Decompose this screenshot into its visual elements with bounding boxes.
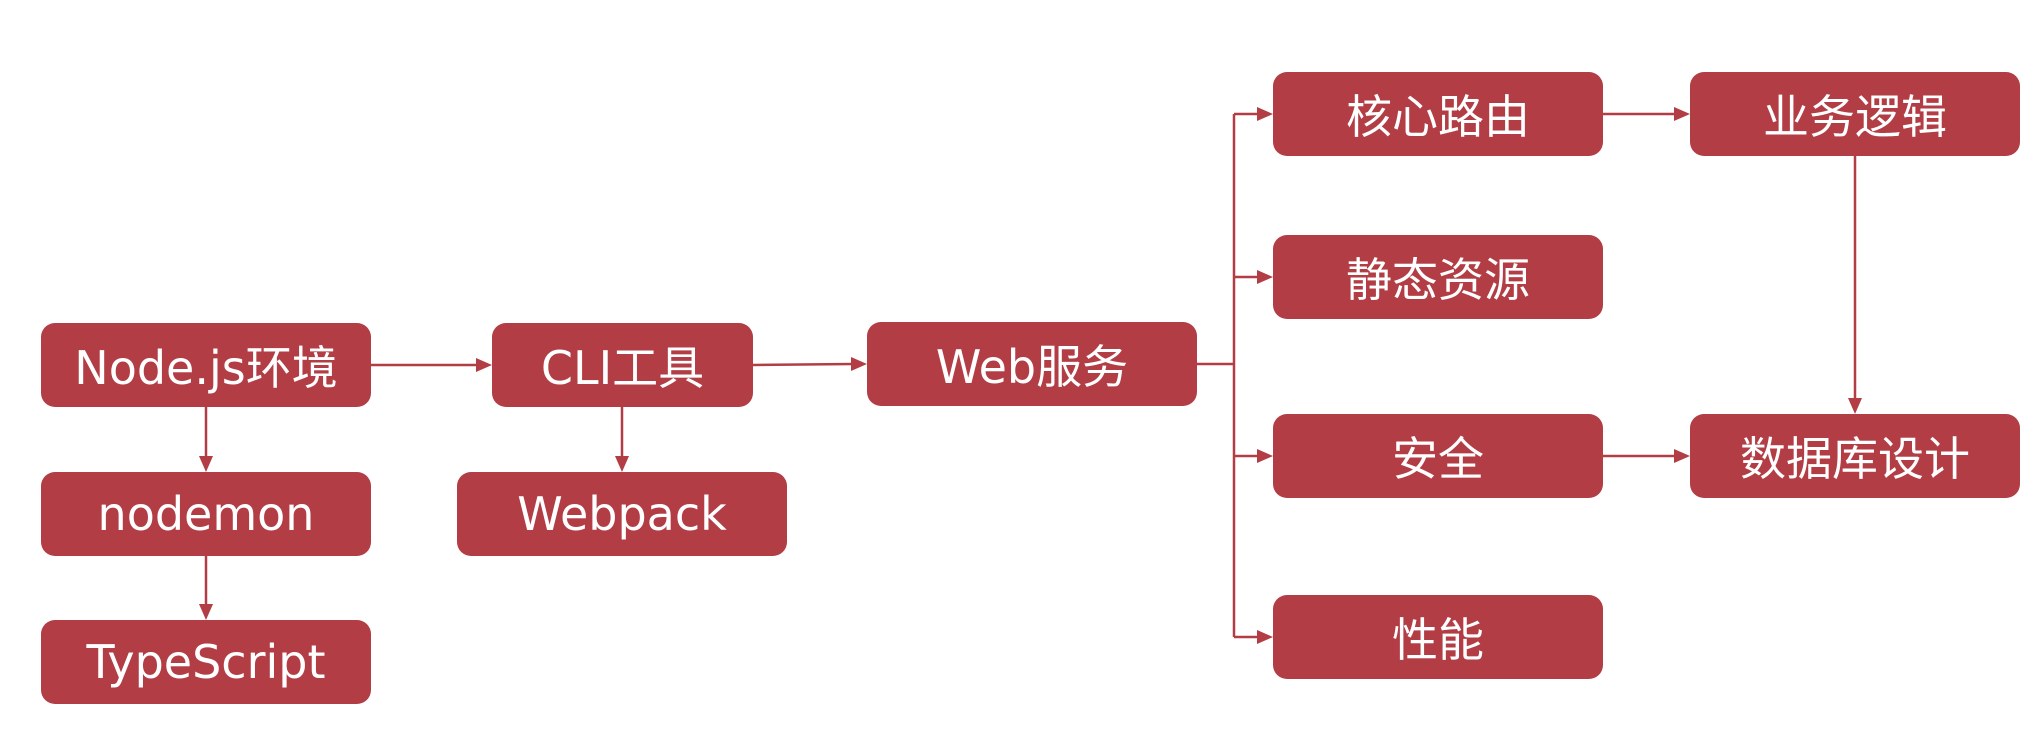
arrowhead-database-top [1848,398,1862,414]
arrowhead-cli [476,358,492,372]
node-business-logic: 业务逻辑 [1690,72,2020,156]
node-typescript: TypeScript [41,620,371,704]
node-core-routing: 核心路由 [1273,72,1603,156]
node-web-service: Web服务 [867,322,1197,406]
node-static-resources: 静态资源 [1273,235,1603,319]
arrowhead-business [1674,107,1690,121]
arrowhead-nodemon [199,456,213,472]
arrowhead-webpack [615,456,629,472]
arrowhead-security [1257,449,1273,463]
node-database-design: 数据库设计 [1690,414,2020,498]
arrowhead-performance [1257,630,1273,644]
arrowhead-web [851,357,867,371]
arrowhead-routing [1257,107,1273,121]
arrowhead-database-left [1674,449,1690,463]
node-webpack: Webpack [457,472,787,556]
node-cli-tools: CLI工具 [492,323,753,407]
edge-cli-web [752,362,854,367]
node-performance: 性能 [1273,595,1603,679]
arrowhead-static [1257,270,1273,284]
arrowhead-typescript [199,604,213,620]
node-security: 安全 [1273,414,1603,498]
node-nodejs-environment: Node.js环境 [41,323,371,407]
node-nodemon: nodemon [41,472,371,556]
